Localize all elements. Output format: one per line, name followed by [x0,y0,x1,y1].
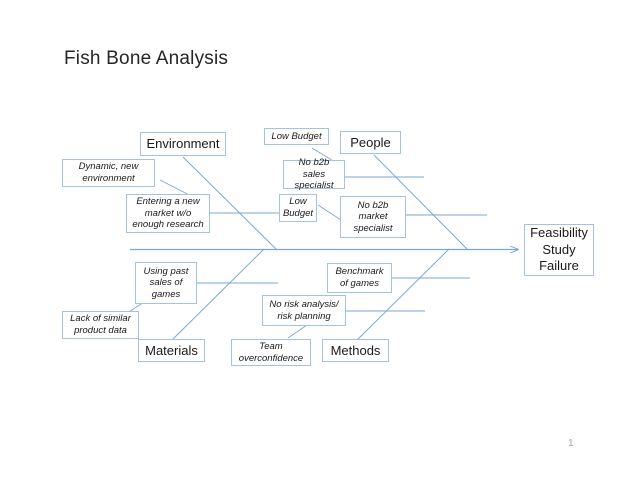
page-number: 1 [568,438,574,449]
cause-no-risk-analysis-risk-planning[interactable]: No risk analysis/ risk planning [262,295,346,326]
cause-using-past-sales-of-games[interactable]: Using past sales of games [135,262,197,304]
category-materials[interactable]: Materials [138,339,205,362]
rib-methods [354,248,450,343]
cause-low-budget-top[interactable]: Low Budget [264,128,329,145]
rib-people [373,154,469,251]
cause-benchmark-of-games[interactable]: Benchmark of games [327,263,392,293]
effect-feasibility-study-failure[interactable]: Feasibility Study Failure [524,224,594,276]
category-methods[interactable]: Methods [322,339,389,362]
cause-dynamic-new-environment[interactable]: Dynamic, new environment [62,159,155,187]
cause-low-budget-mid[interactable]: Low Budget [279,194,317,222]
category-people[interactable]: People [340,131,401,154]
cause-no-b2b-sales-specialist[interactable]: No b2b sales specialist [283,157,345,191]
rib-environment [182,156,278,251]
cause-entering-new-market[interactable]: Entering a new market w/o enough researc… [126,194,210,233]
cause-lack-of-similar-product-data[interactable]: Lack of similar product data [62,311,139,339]
rib-materials [169,248,265,343]
category-environment[interactable]: Environment [140,132,226,156]
cause-team-overconfidence[interactable]: Team overconfidence [231,339,311,366]
cause-no-b2b-market-specialist[interactable]: No b2b market specialist [340,196,406,238]
page-title: Fish Bone Analysis [64,48,229,69]
